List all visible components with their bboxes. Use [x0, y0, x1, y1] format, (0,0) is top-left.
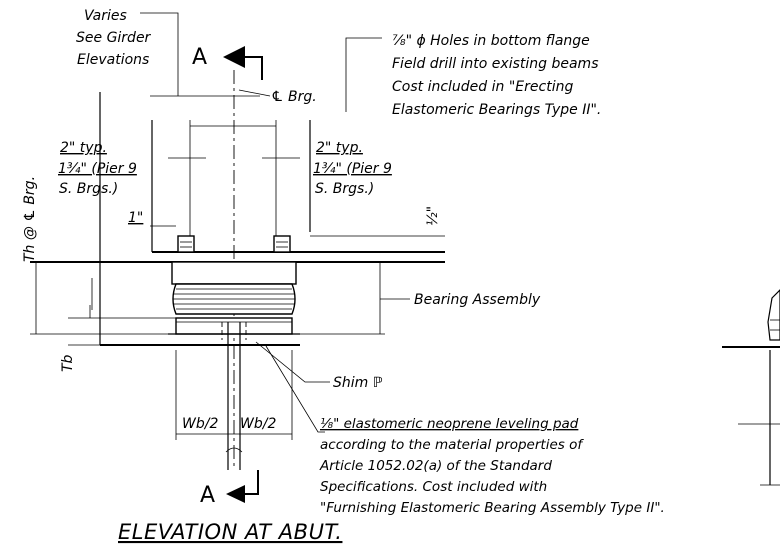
- bearing-assembly-callout: Bearing Assembly: [296, 261, 541, 335]
- adjacent-detail-partial: [722, 289, 780, 486]
- varies-note: Varies See Girder Elevations: [76, 8, 179, 96]
- wb-right-label: Wb/2: [240, 416, 276, 432]
- hole-note-line-3: Cost included in "Erecting: [392, 79, 573, 95]
- section-letter-top: A: [192, 45, 207, 70]
- hole-note: ⅞" ϕ Holes in bottom flange Field drill …: [345, 33, 601, 118]
- th-label: Th @ ℄ Brg.: [22, 176, 38, 262]
- section-cut-top: A: [192, 45, 263, 80]
- hole-note-leader: [345, 37, 382, 112]
- half-inch-label: ½": [425, 206, 441, 226]
- wb-dimension: Wb/2 Wb/2: [175, 350, 293, 440]
- varies-line-1: Varies: [84, 8, 127, 24]
- left-dim-note: 2" typ. 1¾" (Pier 9 S. Brgs.): [58, 140, 206, 197]
- varies-line-3: Elevations: [77, 52, 149, 68]
- section-cut-line-bottom: [245, 470, 259, 495]
- hole-note-line-2: Field drill into existing beams: [392, 56, 599, 72]
- masonry-plate: [175, 317, 293, 335]
- right-dim-line-3: S. Brgs.): [315, 181, 374, 197]
- cl-brg-label: ℄ Brg.: [271, 89, 317, 105]
- section-arrow-top-icon: [223, 46, 245, 68]
- section-arrow-bottom-icon: [226, 485, 245, 503]
- cl-leader: [238, 89, 271, 97]
- tb-dimension: Tb: [60, 305, 176, 372]
- right-dim-line-2: 1¾" (Pier 9: [313, 161, 392, 177]
- section-cut-bottom: A: [200, 470, 259, 508]
- right-dim-note: 2" typ. 1¾" (Pier 9 S. Brgs.): [262, 140, 392, 197]
- shim-callout: Shim ℙ: [255, 341, 383, 391]
- section-cut-line-top: [245, 56, 263, 80]
- right-dim-line-1: 2" typ.: [316, 140, 363, 156]
- cl-brg-callout: ℄ Brg.: [150, 89, 317, 105]
- section-letter-bottom: A: [200, 483, 215, 508]
- anchor-rods: [221, 322, 247, 470]
- shim-label: Shim ℙ: [333, 375, 383, 391]
- pad-note-line-2: according to the material properties of: [320, 437, 584, 453]
- left-dim-line-3: S. Brgs.): [59, 181, 118, 197]
- hole-note-line-4: Elastomeric Bearings Type II".: [392, 102, 601, 118]
- tb-label: Tb: [60, 354, 76, 372]
- pad-note: ⅛" elastomeric neoprene leveling pad acc…: [265, 345, 665, 516]
- pad-note-line-5: "Furnishing Elastomeric Bearing Assembly…: [320, 500, 665, 516]
- elastomeric-bearing: [172, 283, 296, 315]
- left-dim-line-2: 1¾" (Pier 9: [58, 161, 137, 177]
- pad-note-line-4: Specifications. Cost included with: [320, 479, 547, 495]
- one-inch-label: 1": [128, 210, 143, 226]
- varies-leader: [140, 12, 179, 96]
- pad-note-line-3: Article 1052.02(a) of the Standard: [319, 458, 552, 474]
- hole-note-line-1: ⅞" ϕ Holes in bottom flange: [392, 33, 590, 49]
- th-dimension: Th @ ℄ Brg.: [22, 176, 176, 335]
- wb-left-label: Wb/2: [182, 416, 218, 432]
- left-dim-line-1: 2" typ.: [60, 140, 107, 156]
- drawing-title: ELEVATION AT ABUT.: [118, 520, 342, 544]
- varies-line-2: See Girder: [76, 30, 152, 46]
- bearing-assembly-label: Bearing Assembly: [414, 292, 541, 308]
- pad-note-line-1: ⅛" elastomeric neoprene leveling pad: [320, 416, 579, 432]
- sole-plate: [171, 261, 297, 285]
